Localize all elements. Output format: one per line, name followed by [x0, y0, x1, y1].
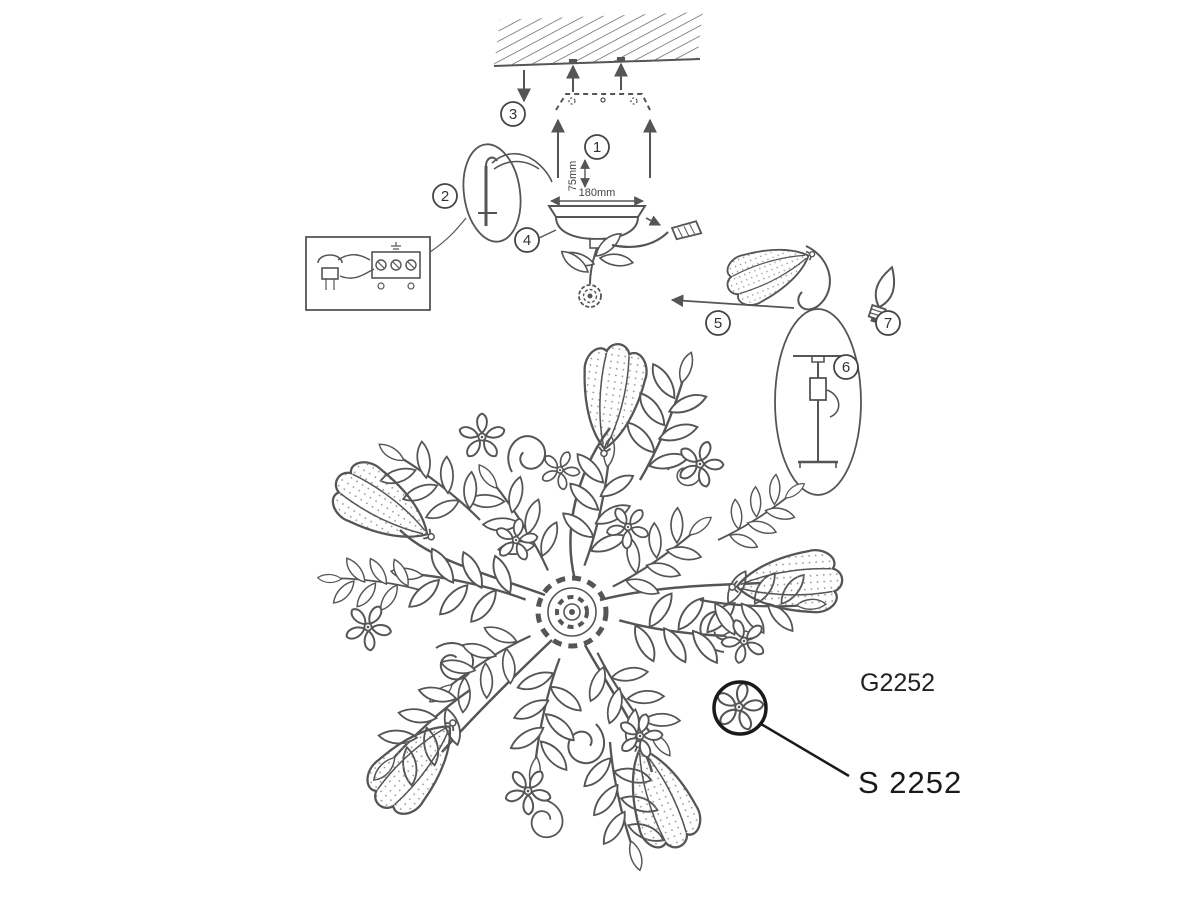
part-callout [712, 680, 850, 778]
mounting-screws [566, 57, 628, 92]
detail-view-6 [774, 308, 862, 496]
ceiling-hatch [493, 12, 703, 67]
step-1-label: 1 [593, 139, 601, 156]
terminal-screws [375, 259, 417, 271]
step-4-label: 4 [523, 232, 531, 249]
detail-view-2 [462, 143, 553, 243]
chandelier-body [313, 339, 846, 878]
step-1-marker: 1 [584, 134, 610, 160]
step-2-label: 2 [441, 188, 449, 205]
step-5-label: 5 [714, 315, 722, 332]
dimension-180mm-label: 180mm [579, 187, 616, 199]
dimension-75mm: 75mm [567, 159, 590, 192]
step-3-label: 3 [509, 106, 517, 123]
model-label-s2252: S 2252 [858, 765, 962, 800]
canopy-arm-socket [611, 215, 703, 249]
bracket-up-arrows [551, 118, 657, 178]
step-3-marker: 3 [500, 101, 526, 127]
step-7-label: 7 [884, 315, 892, 332]
mounting-bracket [555, 93, 651, 111]
ceiling-canopy [547, 205, 647, 249]
step-4-marker: 4 [514, 227, 557, 253]
step-5-marker: 5 [705, 310, 731, 336]
glass-shade-step5 [670, 228, 831, 313]
wiring-diagram-box [305, 217, 467, 311]
step-6-marker: 6 [833, 354, 859, 380]
step-7-marker: 7 [875, 310, 901, 336]
step-6-label: 6 [842, 359, 850, 376]
dimension-75mm-label: 75mm [567, 161, 579, 192]
canopy-ornament [558, 229, 635, 308]
dimension-180mm: 180mm [550, 187, 644, 206]
step-2-marker: 2 [432, 183, 458, 209]
ground-symbol-icon [391, 242, 401, 253]
center-medallion [535, 575, 609, 649]
model-label-g2252: G2252 [860, 669, 935, 697]
